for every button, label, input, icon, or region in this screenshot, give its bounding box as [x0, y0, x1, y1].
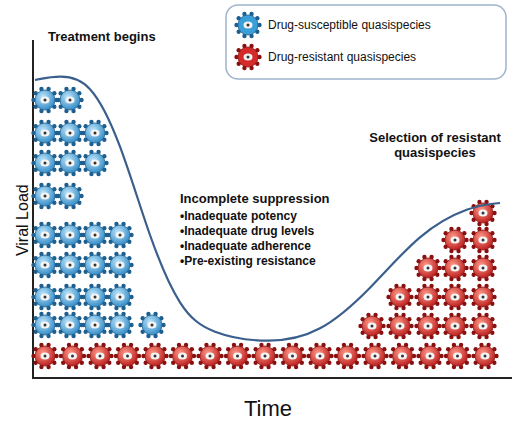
susceptible-virus	[81, 120, 108, 146]
resistant-virus	[386, 284, 413, 310]
axis-label: Viral Load	[14, 184, 32, 256]
annotation: Selection of resistant quasispecies	[360, 131, 510, 161]
susceptible-virus	[81, 284, 108, 310]
resistant-virus	[441, 284, 468, 310]
resistant-virus	[469, 313, 496, 339]
legend-frame	[226, 5, 506, 79]
legend-text: Drug-resistant quasispecies	[268, 50, 416, 64]
susceptible-virus	[31, 150, 58, 176]
bullet-item: •Inadequate potency	[180, 210, 297, 224]
resistant-virus	[361, 343, 388, 369]
resistant-virus	[414, 313, 441, 339]
susceptible-virus	[138, 312, 165, 338]
susceptible-virus	[31, 252, 58, 278]
resistant-virus	[86, 343, 113, 369]
susceptible-virus	[106, 252, 133, 278]
susceptible-virus	[81, 150, 108, 176]
resistant-virus	[141, 343, 168, 369]
susceptible-virus	[56, 150, 83, 176]
annotation: Treatment begins	[48, 30, 156, 45]
susceptible-virus	[56, 87, 83, 113]
resistant-virus	[414, 255, 441, 281]
resistant-virus	[279, 343, 306, 369]
susceptible-virus	[106, 222, 133, 248]
resistant-virus	[469, 284, 496, 310]
susceptible-virus	[56, 252, 83, 278]
resistant-virus	[31, 343, 58, 369]
susceptible-virus	[31, 312, 58, 338]
resistant-virus	[386, 313, 413, 339]
resistant-virus	[441, 255, 468, 281]
susceptible-virus	[31, 284, 58, 310]
x-axis	[32, 377, 512, 379]
legend-swatch	[238, 47, 258, 67]
resistant-virus	[441, 227, 468, 253]
bullet-item: •Inadequate adherence	[180, 240, 311, 254]
viral-load-curve	[35, 77, 500, 341]
resistant-virus	[444, 343, 471, 369]
susceptible-virus	[81, 222, 108, 248]
resistant-virus	[334, 343, 361, 369]
resistant-virus	[251, 343, 278, 369]
susceptible-virus	[31, 183, 58, 209]
susceptible-virus	[56, 284, 83, 310]
susceptible-virus	[56, 222, 83, 248]
susceptible-virus	[81, 312, 108, 338]
resistant-virus	[469, 227, 496, 253]
susceptible-virus	[106, 312, 133, 338]
susceptible-virus	[31, 87, 58, 113]
susceptible-virus	[81, 252, 108, 278]
resistant-virus	[471, 343, 498, 369]
susceptible-virus	[56, 312, 83, 338]
bullet-item: •Inadequate drug levels	[180, 225, 314, 239]
resistant-virus	[196, 343, 223, 369]
susceptible-virus	[56, 120, 83, 146]
annotation: Incomplete suppression	[180, 192, 330, 207]
resistant-virus	[169, 343, 196, 369]
susceptible-virus	[56, 183, 83, 209]
y-axis	[32, 40, 34, 379]
legend-swatch	[238, 15, 258, 35]
resistant-virus	[59, 343, 86, 369]
resistant-virus	[224, 343, 251, 369]
susceptible-virus	[234, 12, 261, 38]
bullet-item: •Pre-existing resistance	[180, 255, 316, 269]
legend-text: Drug-susceptible quasispecies	[268, 18, 431, 32]
resistant-virus	[416, 343, 443, 369]
susceptible-virus	[31, 120, 58, 146]
susceptible-virus	[106, 284, 133, 310]
resistant-virus	[234, 44, 261, 70]
resistant-virus	[441, 313, 468, 339]
resistant-virus	[306, 343, 333, 369]
resistant-virus	[389, 343, 416, 369]
resistant-virus	[358, 313, 385, 339]
resistant-virus	[414, 284, 441, 310]
resistant-virus	[114, 343, 141, 369]
susceptible-virus	[31, 222, 58, 248]
resistant-virus	[469, 255, 496, 281]
axis-label: Time	[244, 396, 292, 421]
